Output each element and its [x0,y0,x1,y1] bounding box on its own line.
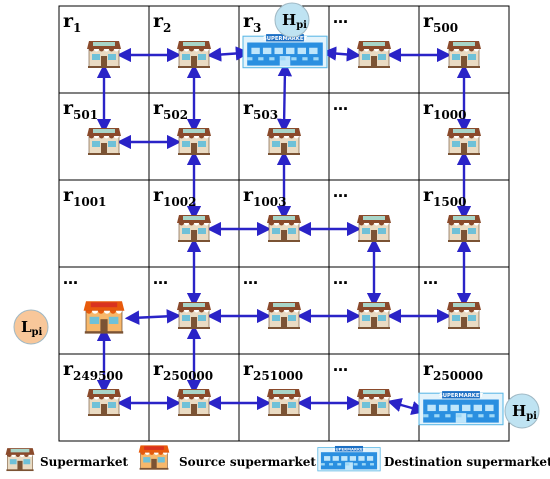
supermarket-icon-r4c2 [267,389,301,416]
cell-label-r1000: r1000 [423,97,466,122]
hpi-badge-r250000-right: Hpi [504,393,540,429]
cell-ellipsis: … [333,96,348,114]
cell-ellipsis: … [63,270,78,288]
destination-supermarket-icon: SUPERMARKET [317,445,381,472]
supermarket-icon-r3c2 [267,302,301,329]
cell-ellipsis: … [333,183,348,201]
road-link-arrow [276,61,293,134]
supermarket-icon-r0c3 [357,41,391,68]
cell-ellipsis: … [333,9,348,27]
supermarket-icon-r3c4 [447,302,481,329]
destination-supermarket-legend-icon: SUPERMARKET [317,445,381,472]
cell-label-r250000: r250000 [153,358,213,383]
supermarket-icon-r1c0 [87,128,121,155]
legend-source-label: Source supermarket [179,455,316,469]
road-link-arrow [124,309,182,325]
cell-label-r1001: r1001 [63,184,106,209]
supermarket-icon-r4c3 [357,389,391,416]
supermarket-icon-r4c0 [87,389,121,416]
cell-ellipsis: … [153,270,168,288]
legend: Supermarket Source supermarket SUPERMARK… [5,445,550,472]
cell-label-r249500: r249500 [63,358,123,383]
supermarket-icon-r3c3 [357,302,391,329]
supermarket-icon-r1c2 [267,128,301,155]
supermarket-icon-r2c1 [177,215,211,242]
cell-label-r1003: r1003 [243,184,286,209]
cell-label-r251000: r251000 [243,358,303,383]
supermarket-icon-r2c4 [447,215,481,242]
supermarket-legend-icon [5,448,35,472]
destination-supermarket-icon-r0c2: SUPERMARKET [242,34,328,69]
supermarket-icon [5,448,35,472]
cell-label-r250000: r250000 [423,358,483,383]
cell-ellipsis: … [333,357,348,375]
source-supermarket-icon-r3c0 [83,301,125,334]
source-supermarket-icon [138,445,170,470]
road-link-arrow [321,46,362,62]
cell-label-r503: r503 [243,97,278,122]
svg-text:Lpi: Lpi [21,318,43,338]
cell-label-r1: r1 [63,10,81,35]
svg-text:SUPERMARKET: SUPERMARKET [263,36,308,42]
svg-text:Hpi: Hpi [282,11,307,31]
svg-text:SUPERMARKET: SUPERMARKET [439,393,484,399]
supermarket-icon-r1c1 [177,128,211,155]
supermarket-icon-r0c4 [447,41,481,68]
supermarket-icon-r4c1 [177,389,211,416]
supermarket-icon-r0c0 [87,41,121,68]
supermarket-icon-r2c2 [267,215,301,242]
cell-label-r2: r2 [153,10,171,35]
cell-ellipsis: … [243,270,258,288]
supermarket-icon-r1c4 [447,128,481,155]
lpi-badge-source: Lpi [13,309,49,345]
cell-label-r502: r502 [153,97,188,122]
cell-label-r1002: r1002 [153,184,196,209]
destination-supermarket-icon-r4c4: SUPERMARKET [418,391,504,426]
road-link-arrow [206,46,251,62]
supermarket-icon-r2c3 [357,215,391,242]
supermarket-icon-r0c1 [177,41,211,68]
legend-destination-label: Destination supermarkets [384,455,550,469]
svg-text:SUPERMARKET: SUPERMARKET [333,446,366,451]
supermarket-icon-r3c1 [177,302,211,329]
road-link-arrow [387,398,426,415]
svg-text:Hpi: Hpi [512,402,537,422]
cell-ellipsis: … [423,270,438,288]
cell-label-r501: r501 [63,97,98,122]
legend-supermarket-label: Supermarket [40,455,128,469]
source-supermarket-legend-icon [138,445,170,470]
cell-label-r1500: r1500 [423,184,466,209]
cell-ellipsis: … [333,270,348,288]
hpi-badge-r3: Hpi [274,2,310,38]
cell-label-r500: r500 [423,10,458,35]
cell-label-r3: r3 [243,10,261,35]
